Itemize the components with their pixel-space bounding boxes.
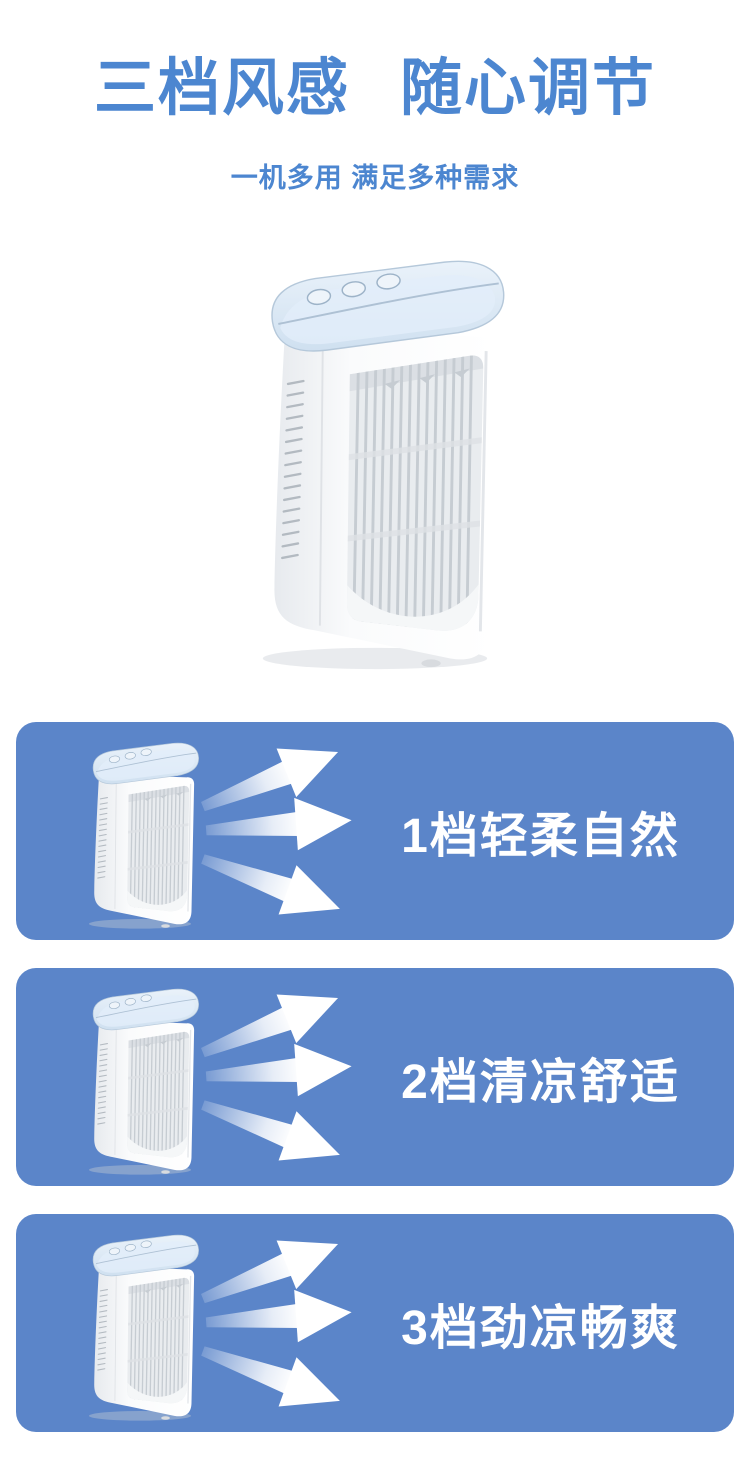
header: 三档风感 随心调节 一机多用 满足多种需求 xyxy=(0,0,750,195)
wind-arrows-icon xyxy=(193,1238,354,1411)
air-cooler-image xyxy=(230,237,520,672)
card-label-level3: 3档劲凉畅爽 xyxy=(401,1302,680,1356)
feature-card-level1: 1档轻柔自然 xyxy=(16,722,734,941)
page-title-part1: 三档风感 xyxy=(93,54,350,123)
page-title: 三档风感 随心调节 xyxy=(0,54,750,123)
wind-arrows-icon xyxy=(193,992,354,1165)
page-title-part2: 随心调节 xyxy=(400,54,657,123)
feature-card-level2: 2档清凉舒适 xyxy=(16,968,734,1187)
feature-card-level3: 3档劲凉畅爽 xyxy=(16,1214,734,1433)
card-label-level2: 2档清凉舒适 xyxy=(401,1056,680,1110)
wind-arrows-icon xyxy=(193,746,354,919)
feature-cards: 1档轻柔自然 2档清凉舒适 3档劲凉畅爽 xyxy=(0,722,750,1433)
page-subtitle: 一机多用 满足多种需求 xyxy=(230,163,520,194)
hero-product-image xyxy=(0,237,750,672)
card-label-level1: 1档轻柔自然 xyxy=(401,810,680,864)
